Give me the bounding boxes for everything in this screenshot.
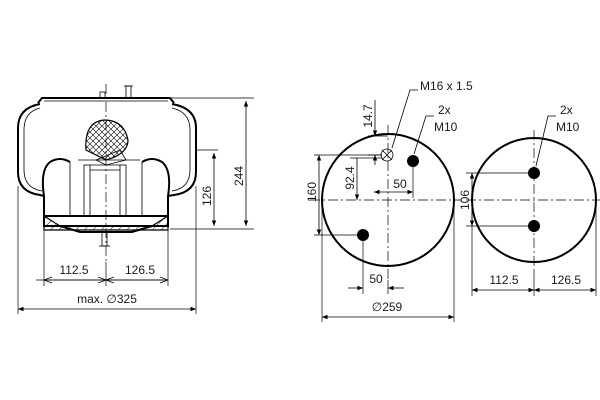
dim-244: 244	[232, 166, 246, 186]
dim-side-right-half: 126.5	[125, 263, 155, 277]
label-top-bolt-count: 2x	[438, 103, 451, 117]
label-top-bolt-size: M10	[434, 120, 458, 134]
top-bolt-hole-upper	[407, 155, 419, 167]
bottom-bolt-hole-upper	[528, 167, 540, 179]
dim-top-bolt-spacing: 50	[393, 177, 407, 191]
dim-top-diameter: ∅259	[372, 300, 403, 314]
dim-bottom-left-half: 112.5	[489, 273, 518, 287]
dim-lower-spacing: 50	[369, 272, 383, 286]
side-bellows	[17, 103, 197, 197]
side-bump-stop	[85, 119, 129, 161]
dim-106: 106	[458, 190, 472, 210]
dim-side-left-half: 112.5	[59, 263, 88, 277]
label-bottom-bolt-count: 2x	[560, 103, 573, 117]
side-view	[17, 84, 197, 262]
label-bottom-bolt-size: M10	[556, 120, 580, 134]
bottom-bolt-hole-lower	[528, 220, 540, 232]
top-plate-view: M16 x 1.5 2x M10 14.7 92.4 50 160 50	[305, 79, 473, 322]
dim-92-4: 92.4	[343, 166, 357, 190]
dim-126: 126	[200, 186, 214, 206]
top-bolt-hole-lower	[357, 229, 369, 241]
dim-160: 160	[305, 182, 319, 202]
dim-max-diameter: max. ∅325	[77, 292, 137, 306]
dim-14-7: 14.7	[361, 104, 375, 128]
dim-bottom-right-half: 126.5	[551, 273, 581, 287]
label-thread: M16 x 1.5	[420, 79, 473, 93]
side-dims: 244 126 112.5 126.5 max. ∅325	[17, 97, 254, 314]
bottom-plate-view: 2x M10 106 112.5 126.5	[458, 103, 600, 296]
side-top-stud	[125, 85, 132, 99]
